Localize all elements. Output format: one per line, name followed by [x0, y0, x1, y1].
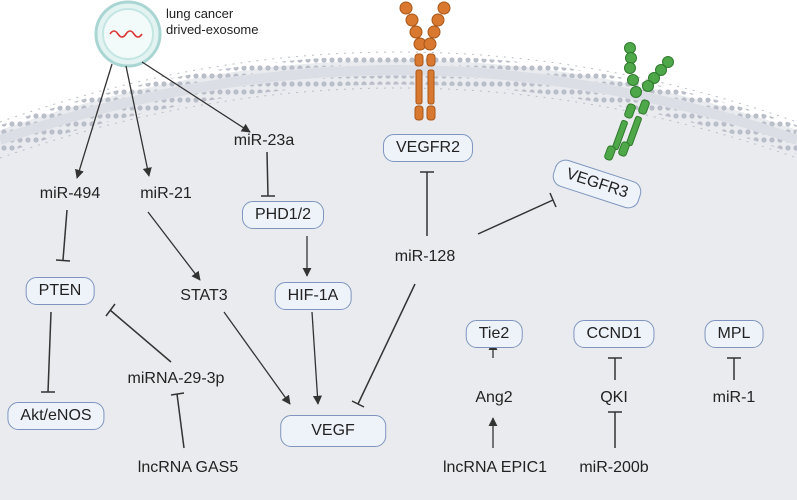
node-tie2: Tie2	[465, 320, 523, 348]
cell-membrane	[0, 51, 797, 500]
node-pten: PTEN	[25, 277, 95, 305]
inhibition-lines	[41, 151, 741, 449]
node-vegf: VEGF	[280, 415, 386, 447]
node-phd12: PHD1/2	[241, 201, 325, 229]
node-akt-enos: Akt/eNOS	[7, 402, 105, 430]
node-qki: QKI	[600, 389, 628, 406]
node-vegfr2: VEGFR2	[382, 134, 474, 162]
node-lncrna-gas5: lncRNA GAS5	[137, 459, 239, 476]
vegfr3-receptor-icon	[604, 42, 674, 161]
node-mir21: miR-21	[140, 185, 192, 202]
exosome-icon	[94, 0, 162, 68]
node-mir128: miR-128	[394, 248, 456, 265]
node-ang2: Ang2	[475, 389, 513, 406]
exosome-label: lung cancer drived-exosome	[166, 6, 259, 39]
node-mir200b: miR-200b	[579, 459, 649, 476]
node-ccnd1: CCND1	[573, 320, 655, 348]
activation-arrows	[75, 61, 498, 448]
node-hif1a: HIF-1A	[274, 282, 352, 310]
node-mirna29-3p: miRNA-29-3p	[127, 370, 225, 387]
node-lncrna-epic1: lncRNA EPIC1	[442, 459, 548, 476]
node-mir1: miR-1	[712, 389, 756, 406]
vegfr2-receptor-icon	[399, 1, 451, 121]
exosome-label-line1: lung cancer	[166, 6, 234, 21]
node-stat3: STAT3	[180, 287, 228, 304]
exosome-label-line2: drived-exosome	[166, 22, 259, 38]
node-mir494: miR-494	[39, 185, 101, 202]
node-mir23a: miR-23a	[233, 132, 295, 149]
node-mpl: MPL	[704, 320, 764, 348]
